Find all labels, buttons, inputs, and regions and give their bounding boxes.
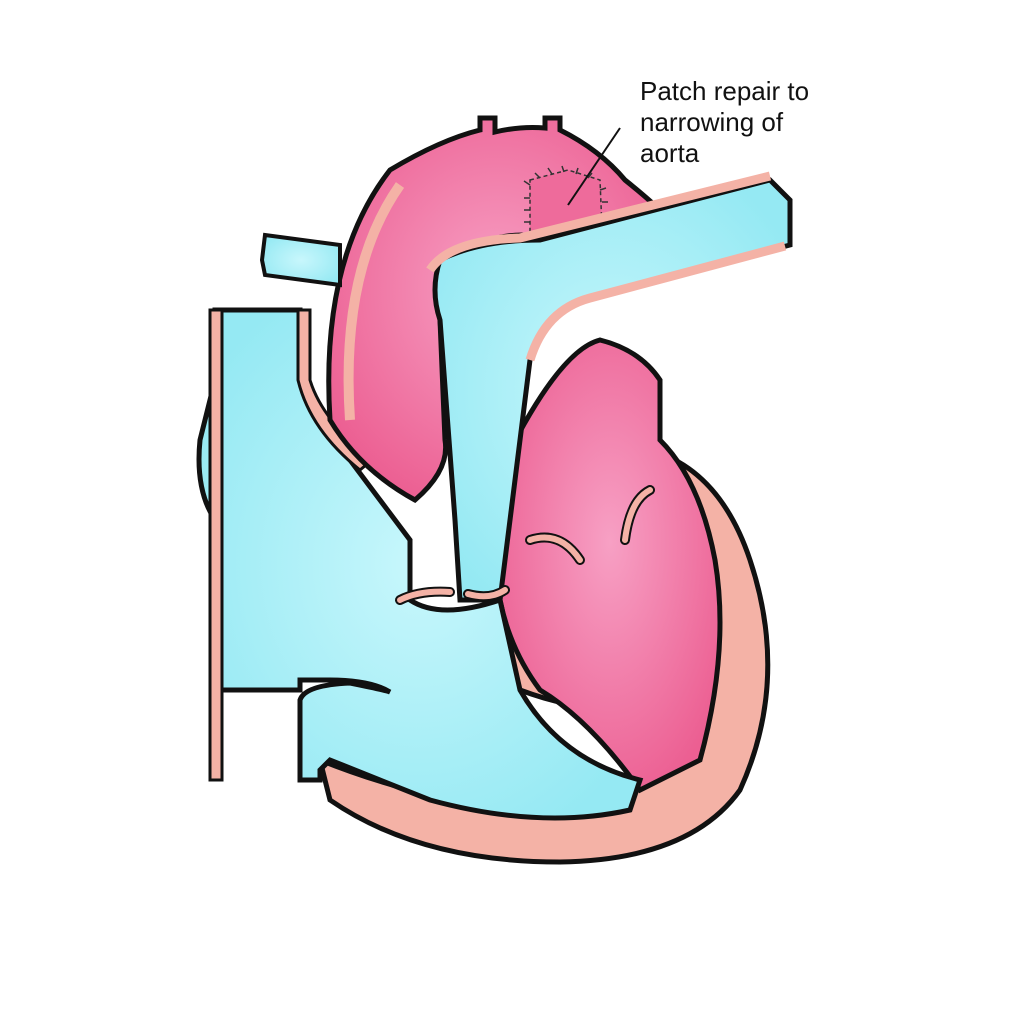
pulmonary-artery [426, 171, 793, 603]
septum-valves [395, 485, 655, 605]
annotation-label: Patch repair to narrowing of aorta [640, 76, 810, 168]
left-ventricle [497, 337, 723, 794]
right-pulmonary-artery [259, 232, 342, 288]
annotation-leader-line [567, 127, 621, 206]
